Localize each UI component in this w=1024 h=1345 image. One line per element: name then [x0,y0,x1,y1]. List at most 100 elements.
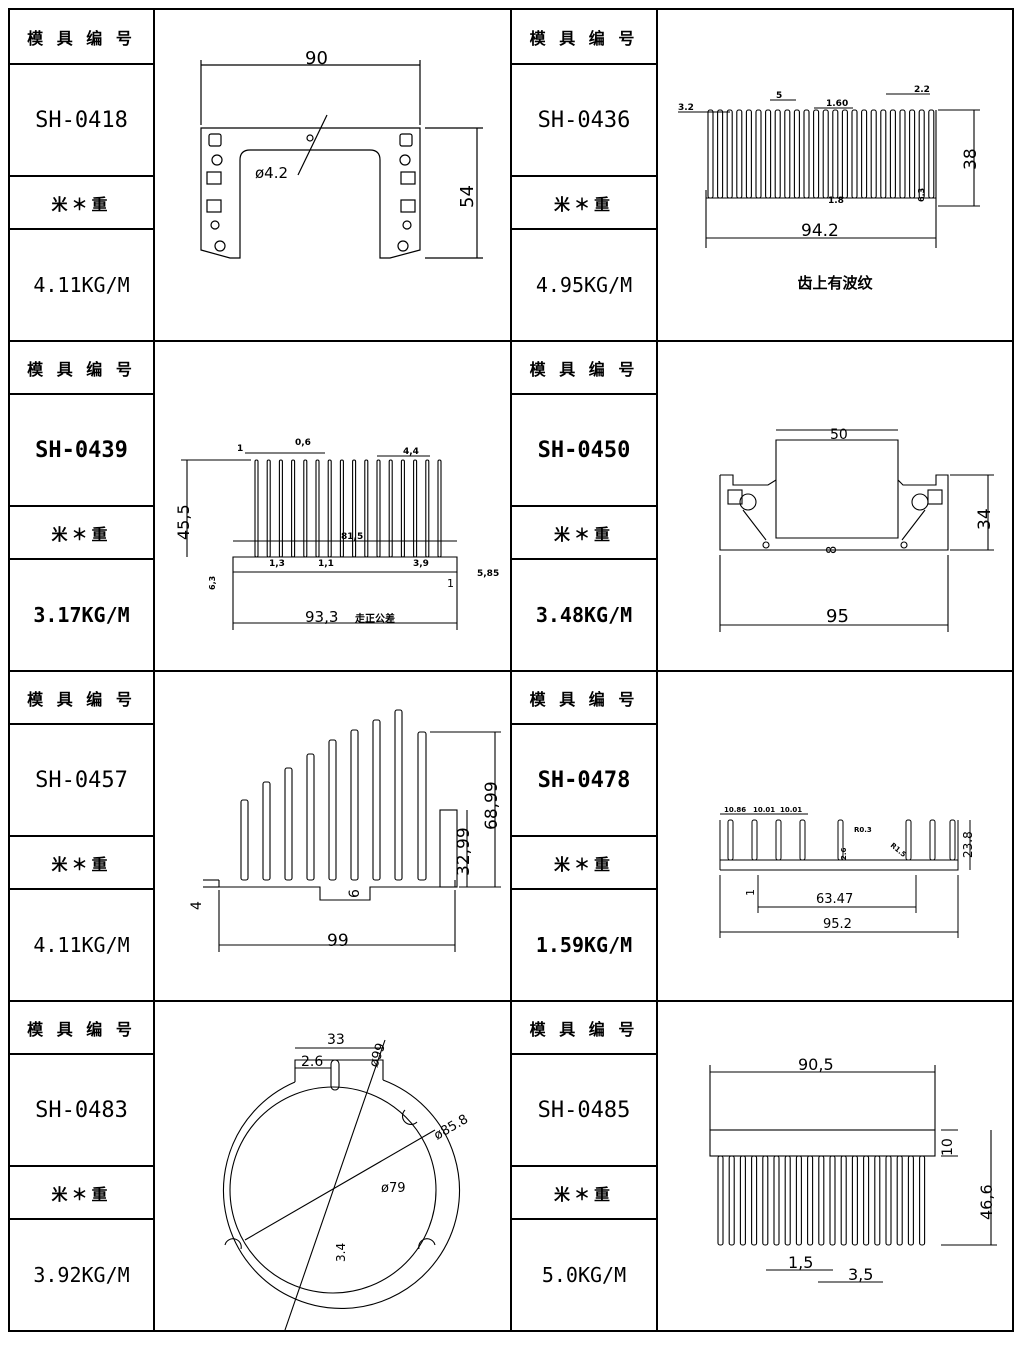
fin [851,1155,858,1246]
label-separator [10,228,155,230]
fin [919,1155,926,1246]
fin [291,459,296,558]
fin [889,109,896,199]
fin [813,109,820,199]
weight-value: 4.11KG/M [33,933,130,957]
fin [717,109,724,199]
label-separator [10,888,155,890]
weight-value: 4.11KG/M [33,273,130,297]
mold-code: SH-0436 [537,107,631,133]
fin [388,459,393,558]
fin [372,719,381,881]
mold-code: SH-0485 [537,1097,631,1123]
weight-label: 米＊重 [553,194,614,214]
fin [807,1155,814,1246]
dim-width: 99 [327,931,349,951]
dim-width: 95.2 [823,917,852,932]
dim-width: 90 [305,48,328,69]
dim-height: 54 [457,185,478,208]
weight-label: 米＊重 [51,524,112,544]
mold-code: SH-0457 [35,767,128,793]
weight-value: 1.59KG/M [535,933,633,957]
mold-code: SH-0418 [35,107,128,133]
profile-drawing-sh-0478: 95.2 63.47 23.8 10.86 10.01 10.01 R0.3 R… [658,670,1012,1000]
dim-a: 1 [237,444,243,454]
dim-width: 90,5 [798,1055,834,1074]
label-separator [10,393,155,395]
profile-drawing-sh-0457: 99 68,99 32,99 4 6 [155,670,510,1000]
weight-value: 3.48KG/M [535,603,633,627]
fin [303,459,308,558]
dim-base: 4 [189,901,205,910]
row-separator [10,670,1012,672]
dim-h2: 32,99 [454,827,474,876]
label-separator [510,558,658,560]
fin [350,729,359,881]
fin [928,109,935,199]
fin [400,459,405,558]
dim-b: 2.6 [301,1054,323,1070]
profile-drawing-sh-0436: 94.2 38 3.2 5 1.60 2.2 1.8 6.3 齿上有波纹 [658,10,1012,340]
fin [874,1155,881,1246]
label-separator [510,1053,658,1055]
fin [841,109,848,199]
label-separator [10,558,155,560]
mold-number-label: 模 具 编 号 [529,28,639,48]
weight-value: 4.95KG/M [535,273,633,297]
dim-b: 0,6 [295,438,311,448]
fin [795,1155,802,1246]
dim-hole: ø4.2 [255,164,288,182]
mold-code: SH-0450 [537,437,631,463]
mold-number-label: 模 具 编 号 [529,1019,639,1039]
dim-f: 6.3 [917,188,926,202]
weight-label: 米＊重 [51,1184,112,1204]
fin [907,1155,914,1246]
fin [851,109,858,199]
profile-drawing-sh-0485: 90,5 10 46,6 1,5 3,5 [658,1000,1012,1330]
fin [775,819,782,861]
mold-number-label: 模 具 编 号 [529,359,639,379]
label-separator [510,888,658,890]
dim-c: 4,4 [403,447,419,457]
dim-d1: ø99 [367,1041,389,1069]
dim-width: 94.2 [801,221,839,241]
fin [437,459,442,558]
fin [929,819,936,861]
dim-tolerance: 走正公差 [354,612,395,625]
fin [818,1155,825,1246]
weight-label: 米＊重 [553,854,614,874]
dim-b: 5 [776,91,782,101]
fin [352,459,357,558]
label-separator [10,505,155,507]
fin [751,1155,758,1246]
dim-f: 1,1 [318,559,334,569]
dim-d: 81,5 [341,532,363,542]
label-separator [10,63,155,65]
dim-h1: 68,99 [482,781,502,830]
fin [707,109,714,199]
fin [315,459,320,558]
label-separator [10,1218,155,1220]
fin [240,799,249,881]
dim-e: 1.8 [828,196,844,206]
fin [417,731,427,881]
fin [896,1155,903,1246]
dim-gap: 6 [347,889,363,898]
dim-d3: ø79 [381,1181,406,1196]
dim-a: 3.2 [678,103,694,113]
label-separator [510,505,658,507]
mold-number-label: 模 具 编 号 [27,28,136,48]
dim-a: 10.86 [724,806,746,814]
mold-code: SH-0478 [537,767,631,793]
label-separator [510,1165,658,1167]
dim-height: 23.8 [961,831,975,858]
dim-h: 5,85 [477,569,499,579]
fin [376,459,381,558]
fin [278,459,283,558]
dim-height: 46,6 [977,1184,996,1220]
fin [899,109,906,199]
dim-d: 2.2 [914,85,930,95]
dim-r2: R1.5 [889,841,908,859]
fin [328,739,337,881]
dim-e: 1 [744,889,757,896]
